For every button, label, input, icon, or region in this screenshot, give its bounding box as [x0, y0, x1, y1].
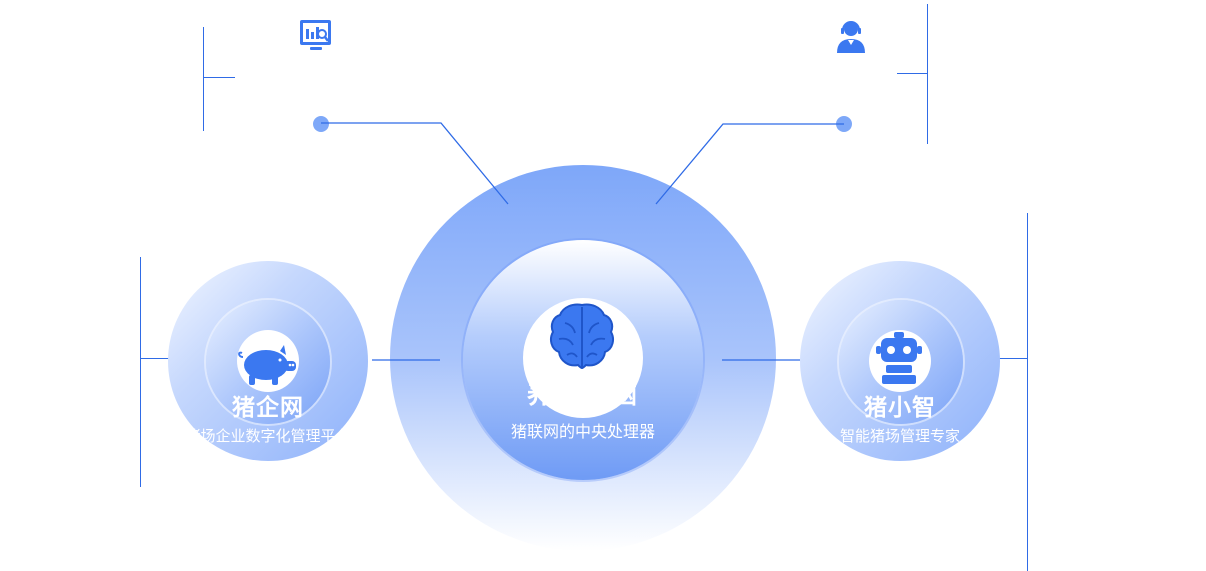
right-label-clip: 猪小智 智能猪场管理专家 [800, 380, 1000, 460]
monitor-analytics-icon [300, 20, 331, 50]
left-label-clip: 猪企网 猪场企业数字化管理平台 [168, 380, 368, 460]
center-icon-holder [549, 301, 615, 373]
right-subtitle: 智能猪场管理专家 [839, 427, 960, 445]
frame-line-left-vertical [140, 257, 141, 487]
left-icon-holder [236, 343, 300, 387]
right-title: 猪小智 [864, 395, 936, 421]
frame-line-top-right-vertical [927, 4, 928, 144]
left-subtitle: 猪场企业数字化管理平台 [185, 427, 351, 445]
brain-icon [550, 303, 614, 370]
center-title: 养猪大脑 [526, 380, 639, 410]
right-icon-holder [876, 332, 922, 386]
connector-top-left [321, 122, 509, 205]
center-subtitle: 猪联网的中央处理器 [510, 422, 655, 441]
frame-line-top-left-horizontal [203, 77, 235, 78]
top-right-node [833, 18, 869, 54]
connector-dot-top-left [313, 116, 329, 132]
robot-icon [876, 332, 922, 384]
pig-icon [238, 345, 296, 385]
top-left-node [298, 19, 334, 55]
frame-line-top-right-horizontal [897, 73, 928, 74]
frame-line-right-horizontal [989, 358, 1028, 359]
customer-service-icon [837, 21, 865, 53]
frame-line-top-left-vertical [203, 27, 204, 131]
connector-top-right [655, 123, 844, 205]
left-title: 猪企网 [232, 395, 304, 421]
frame-line-right-vertical [1027, 213, 1028, 571]
frame-line-left-horizontal [140, 358, 182, 359]
